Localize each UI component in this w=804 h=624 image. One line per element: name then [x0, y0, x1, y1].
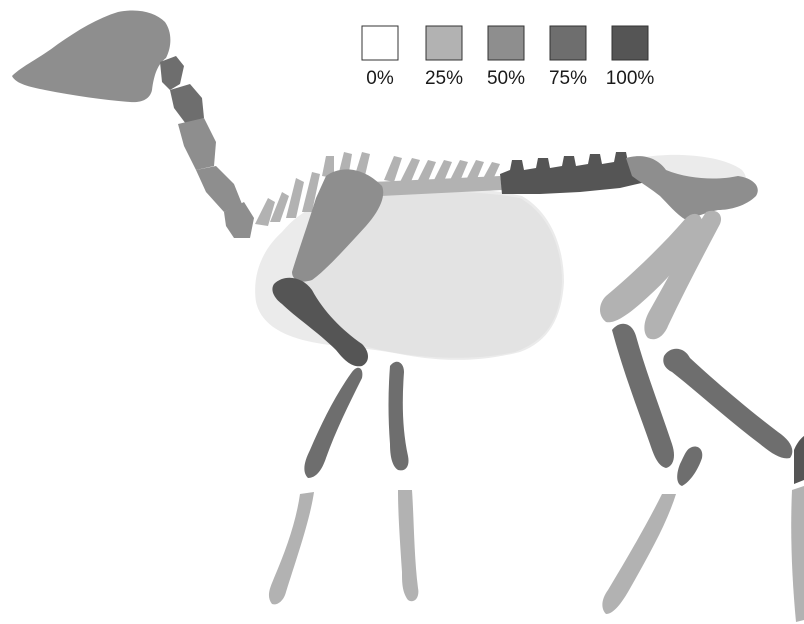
patella	[677, 446, 702, 486]
neck-vertebra-3	[178, 118, 216, 170]
legend-label-2: 50%	[487, 68, 525, 89]
legend-swatch-4	[612, 26, 648, 60]
cervical-vertebrae-lower	[178, 118, 254, 238]
legend: 0% 25% 50% 75% 100%	[362, 26, 654, 89]
metatarsal-right	[791, 486, 804, 622]
cervical-vertebrae-upper	[160, 56, 204, 124]
legend-swatch-1	[426, 26, 462, 60]
skull	[12, 10, 170, 102]
tibia-left	[612, 324, 674, 468]
legend-swatch-3	[550, 26, 586, 60]
legend-label-1: 25%	[425, 68, 463, 89]
metacarpal-left	[269, 492, 314, 604]
hindlimb-metatarsals	[602, 436, 804, 622]
radius-ulna-right	[389, 362, 409, 471]
forelimb-metacarpals	[269, 490, 418, 604]
metacarpal-right	[398, 490, 418, 601]
legend-swatch-2	[488, 26, 524, 60]
legend-swatch-0	[362, 26, 398, 60]
radius-ulna-left	[304, 368, 362, 478]
neck-vertebra-2	[170, 84, 204, 124]
legend-label-4: 100%	[606, 68, 655, 89]
legend-label-3: 75%	[549, 68, 587, 89]
legend-label-0: 0%	[366, 68, 394, 89]
neck-vertebra-1	[160, 56, 184, 90]
tibia-right	[663, 349, 792, 459]
lumbar-vertebrae	[500, 152, 646, 194]
thoracic-spine-8	[384, 156, 402, 182]
tibia	[612, 324, 792, 486]
neck-vertebra-4	[196, 166, 242, 212]
femur	[600, 211, 721, 340]
radius-ulna	[304, 362, 408, 478]
thoracic-spine-3	[286, 178, 304, 218]
pelvis-group	[626, 155, 758, 220]
hind-foot-edge	[794, 436, 804, 484]
metatarsal-left	[602, 494, 676, 614]
